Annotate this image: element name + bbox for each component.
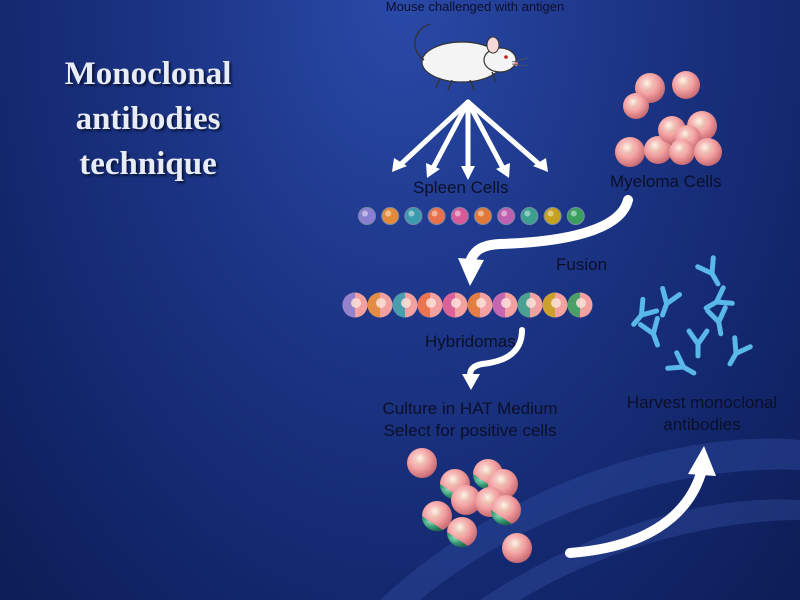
cell-icon [623, 93, 649, 119]
spleen-cells-label: Spleen Cells [413, 178, 509, 197]
title-line: Monoclonal [64, 56, 232, 92]
arrow-icon [565, 465, 707, 558]
cell-icon [502, 533, 532, 563]
cell-icon [427, 207, 446, 225]
cell-icon [474, 207, 492, 225]
cell-icon [694, 138, 722, 166]
cell-icon [407, 448, 437, 478]
culture-cell-cluster [407, 448, 532, 563]
cell-icon [358, 207, 376, 225]
antibody-icon [703, 285, 735, 311]
antibody-icon [665, 350, 697, 376]
cell-icon [542, 292, 568, 318]
cell-icon [615, 137, 645, 167]
cell-icon [566, 207, 585, 225]
cell-icon [392, 292, 418, 318]
cell-icon [442, 292, 468, 318]
cell-icon [421, 501, 452, 532]
harvest-label: Harvest monoclonal antibodies [612, 392, 792, 436]
cell-icon [567, 292, 593, 318]
cell-icon [644, 136, 672, 164]
slide-title: Monoclonal antibodies technique [28, 52, 268, 187]
antibody-group [631, 255, 753, 376]
myeloma-cells-label: Myeloma Cells [610, 172, 722, 191]
myeloma-cell-cluster [615, 71, 722, 167]
title-line: antibodies [75, 101, 221, 137]
antibody-icon [727, 335, 753, 367]
cell-icon [381, 207, 400, 225]
cell-icon [417, 292, 443, 318]
cell-icon [404, 207, 423, 225]
cell-icon [490, 495, 521, 526]
hybridoma-row [342, 292, 593, 318]
hybridomas-label: Hybridomas [425, 332, 516, 351]
harvest-label-line: Harvest monoclonal [626, 393, 778, 412]
spleen-cell-row [358, 207, 585, 225]
cell-icon [672, 71, 700, 99]
mouse-label: Mouse challenged with antigen [386, 0, 565, 14]
arrow-icon [688, 446, 716, 476]
antibody-icon [660, 285, 683, 318]
fusion-label: Fusion [556, 255, 608, 274]
antibody-icon [705, 305, 728, 337]
cell-icon [669, 139, 695, 165]
antibody-icon [695, 255, 721, 287]
arrow-icon [392, 158, 548, 180]
mouse-icon [414, 23, 529, 91]
arrow-icon [458, 258, 484, 286]
harvest-label-line: antibodies [663, 415, 741, 434]
arrow-icon [397, 99, 543, 175]
antibody-icon [631, 296, 660, 327]
culture-label-line: Culture in HAT Medium [382, 399, 558, 418]
cell-icon [367, 292, 393, 318]
cell-icon [451, 485, 481, 515]
cell-icon [450, 207, 469, 225]
antibody-icon [686, 328, 710, 359]
cell-icon [520, 207, 539, 225]
antibody-icon [637, 315, 660, 348]
cell-icon [446, 517, 477, 548]
culture-label-line: Select for positive cells [383, 421, 557, 440]
arrow-icon [465, 195, 633, 267]
cell-icon [517, 292, 543, 318]
cell-icon [497, 207, 516, 225]
cell-icon [492, 292, 518, 318]
culture-label: Culture in HAT Medium Select for positiv… [372, 398, 568, 442]
arrow-icon [467, 327, 525, 379]
arrow-icon [462, 374, 480, 390]
cell-icon [543, 207, 562, 225]
title-line: technique [79, 146, 217, 182]
cell-icon [467, 292, 493, 318]
cell-icon [342, 292, 368, 318]
